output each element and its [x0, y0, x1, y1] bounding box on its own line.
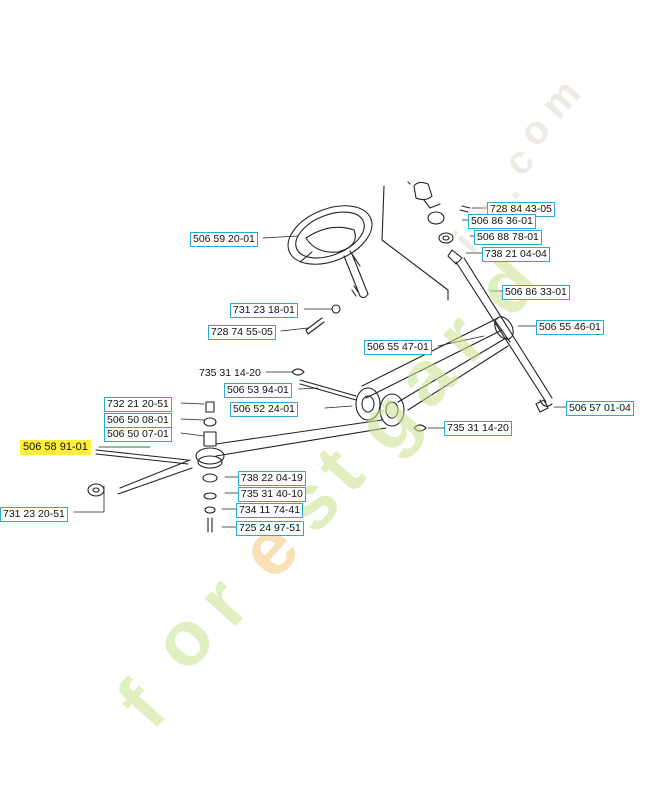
left-bushing	[87, 483, 105, 497]
nut	[291, 368, 305, 376]
frame-line-2	[407, 181, 411, 185]
steering-wheel	[287, 205, 373, 299]
part-label[interactable]: 506 50 07-01	[104, 427, 172, 442]
part-label[interactable]: 506 55 46-01	[536, 320, 604, 335]
pulley-rod	[299, 379, 357, 401]
part-label[interactable]: 735 31 40-10	[238, 487, 306, 502]
shaft-end-bolt	[535, 399, 549, 413]
part-label-highlighted[interactable]: 506 58 91-01	[20, 440, 91, 455]
part-label[interactable]: 506 50 08-01	[104, 413, 172, 428]
upper-shaft-parts	[413, 181, 471, 265]
twin-pulleys	[355, 387, 405, 427]
part-label[interactable]: 506 55 47-01	[364, 340, 432, 355]
part-label[interactable]: 506 53 94-01	[224, 383, 292, 398]
part-label[interactable]: 731 23 18-01	[230, 303, 298, 318]
part-label[interactable]: 506 59 20-01	[190, 232, 258, 247]
nut-right	[413, 424, 427, 432]
part-label[interactable]: 731 23 20-51	[0, 507, 68, 522]
column-bolt	[305, 285, 359, 335]
frame-line	[381, 185, 449, 301]
part-label[interactable]: 506 88 78-01	[474, 230, 542, 245]
part-label[interactable]: 735 31 14-20	[444, 421, 512, 436]
leader-lines	[73, 207, 567, 528]
drag-link	[117, 419, 387, 495]
part-label[interactable]: 738 22 04-19	[238, 471, 306, 486]
part-label[interactable]: 728 74 55-05	[208, 325, 276, 340]
shaft-pulley	[494, 316, 514, 343]
part-label[interactable]: 735 31 14-20	[199, 367, 261, 379]
part-label[interactable]: 506 52 24-01	[230, 402, 298, 417]
part-label[interactable]: 738 21 04-04	[482, 247, 550, 262]
tie-rod	[95, 449, 189, 465]
part-label[interactable]: 506 57 01-04	[566, 401, 634, 416]
steering-cables	[361, 317, 509, 411]
part-label[interactable]: 734 11 74-41	[236, 503, 304, 518]
part-label[interactable]: 725 24 97-51	[236, 521, 304, 536]
pivot-stack	[195, 401, 225, 533]
part-label[interactable]: 732 21 20-51	[104, 397, 172, 412]
part-label[interactable]: 506 86 33-01	[502, 285, 570, 300]
part-label[interactable]: 506 86 36-01	[468, 214, 536, 229]
